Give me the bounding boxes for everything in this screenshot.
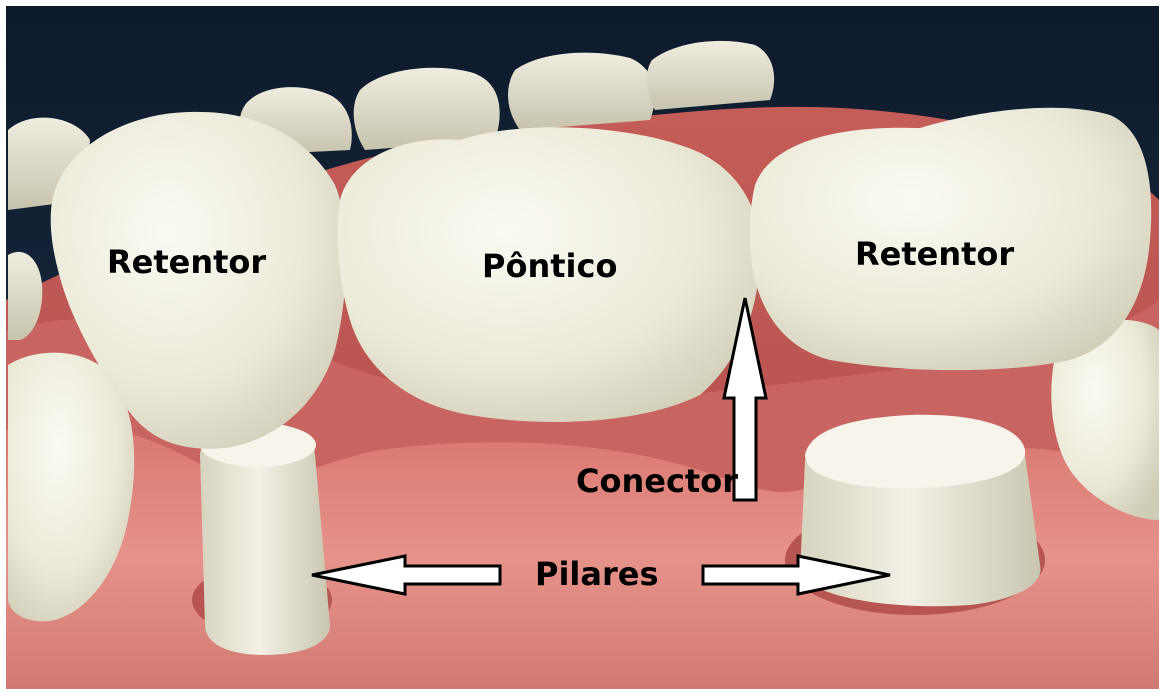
label-pontic: Pôntico [482, 250, 617, 282]
left-abutment-stump [200, 423, 330, 655]
label-connector: Conector [576, 465, 738, 497]
label-retainer-left: Retentor [107, 246, 266, 278]
label-retainer-right: Retentor [855, 238, 1014, 270]
label-abutments: Pilares [535, 558, 659, 590]
